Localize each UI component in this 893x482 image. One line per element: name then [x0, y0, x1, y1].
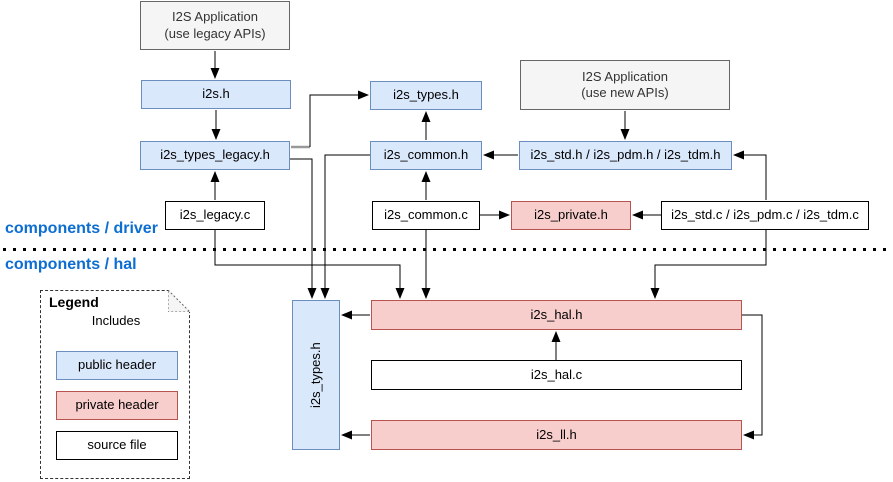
- node-i2s-common-c: i2s_common.c: [372, 201, 480, 230]
- node-i2s-std-pdm-tdm-h: i2s_std.h / i2s_pdm.h / i2s_tdm.h: [519, 141, 732, 170]
- section-label-hal: components / hal: [5, 256, 137, 273]
- section-label-driver: components / driver: [5, 220, 158, 237]
- edge-std-c-to-std-h: [733, 150, 767, 200]
- node-i2s-private-h: i2s_private.h: [511, 201, 631, 230]
- node-i2s-types-legacy-h: i2s_types_legacy.h: [140, 141, 290, 170]
- app-legacy-line1: I2S Application: [171, 9, 258, 25]
- app-legacy-line2: (use legacy APIs): [164, 25, 266, 41]
- legend-public-header: public header: [56, 351, 178, 380]
- legend: Legend Includes public header private he…: [40, 288, 192, 479]
- node-i2s-std-pdm-tdm-c: i2s_std.c / i2s_pdm.c / i2s_tdm.c: [661, 201, 869, 230]
- i2s-types-h-hal-label: i2s_types.h: [307, 342, 323, 408]
- edge-std-c-to-hal-h: [650, 230, 767, 299]
- node-i2s-ll-h: i2s_ll.h: [371, 420, 742, 450]
- edge-types-legacy-to-types-hal: [290, 158, 317, 299]
- node-i2s-legacy-c: i2s_legacy.c: [165, 201, 265, 230]
- edge-common-h-to-types-hal: [320, 154, 370, 299]
- legend-fold-corner: [167, 288, 192, 313]
- legend-source-file: source file: [56, 431, 178, 460]
- legend-includes-label: Includes: [91, 313, 141, 328]
- app-new-line2: (use new APIs): [581, 85, 669, 100]
- node-i2s-common-h: i2s_common.h: [370, 141, 482, 170]
- app-new-line1: I2S Application: [581, 68, 668, 84]
- node-i2s-types-h-driver: i2s_types.h: [370, 81, 482, 110]
- node-i2s-types-h-hal: i2s_types.h: [292, 300, 340, 450]
- edge-legacy-c-to-hal-h: [214, 230, 405, 299]
- node-i2s-hal-h: i2s_hal.h: [371, 300, 742, 330]
- node-i2s-hal-c: i2s_hal.c: [371, 360, 742, 390]
- node-i2s-application-new: I2S Application (use new APIs): [520, 60, 730, 110]
- edge-types-legacy-to-types-driver: [309, 90, 369, 147]
- legend-title: Legend: [49, 294, 99, 310]
- edge-hal-h-to-ll-h: [742, 314, 763, 440]
- node-i2s-application-legacy: I2S Application (use legacy APIs): [140, 1, 290, 50]
- legend-private-header: private header: [56, 391, 178, 420]
- node-i2s-h: i2s.h: [141, 80, 291, 109]
